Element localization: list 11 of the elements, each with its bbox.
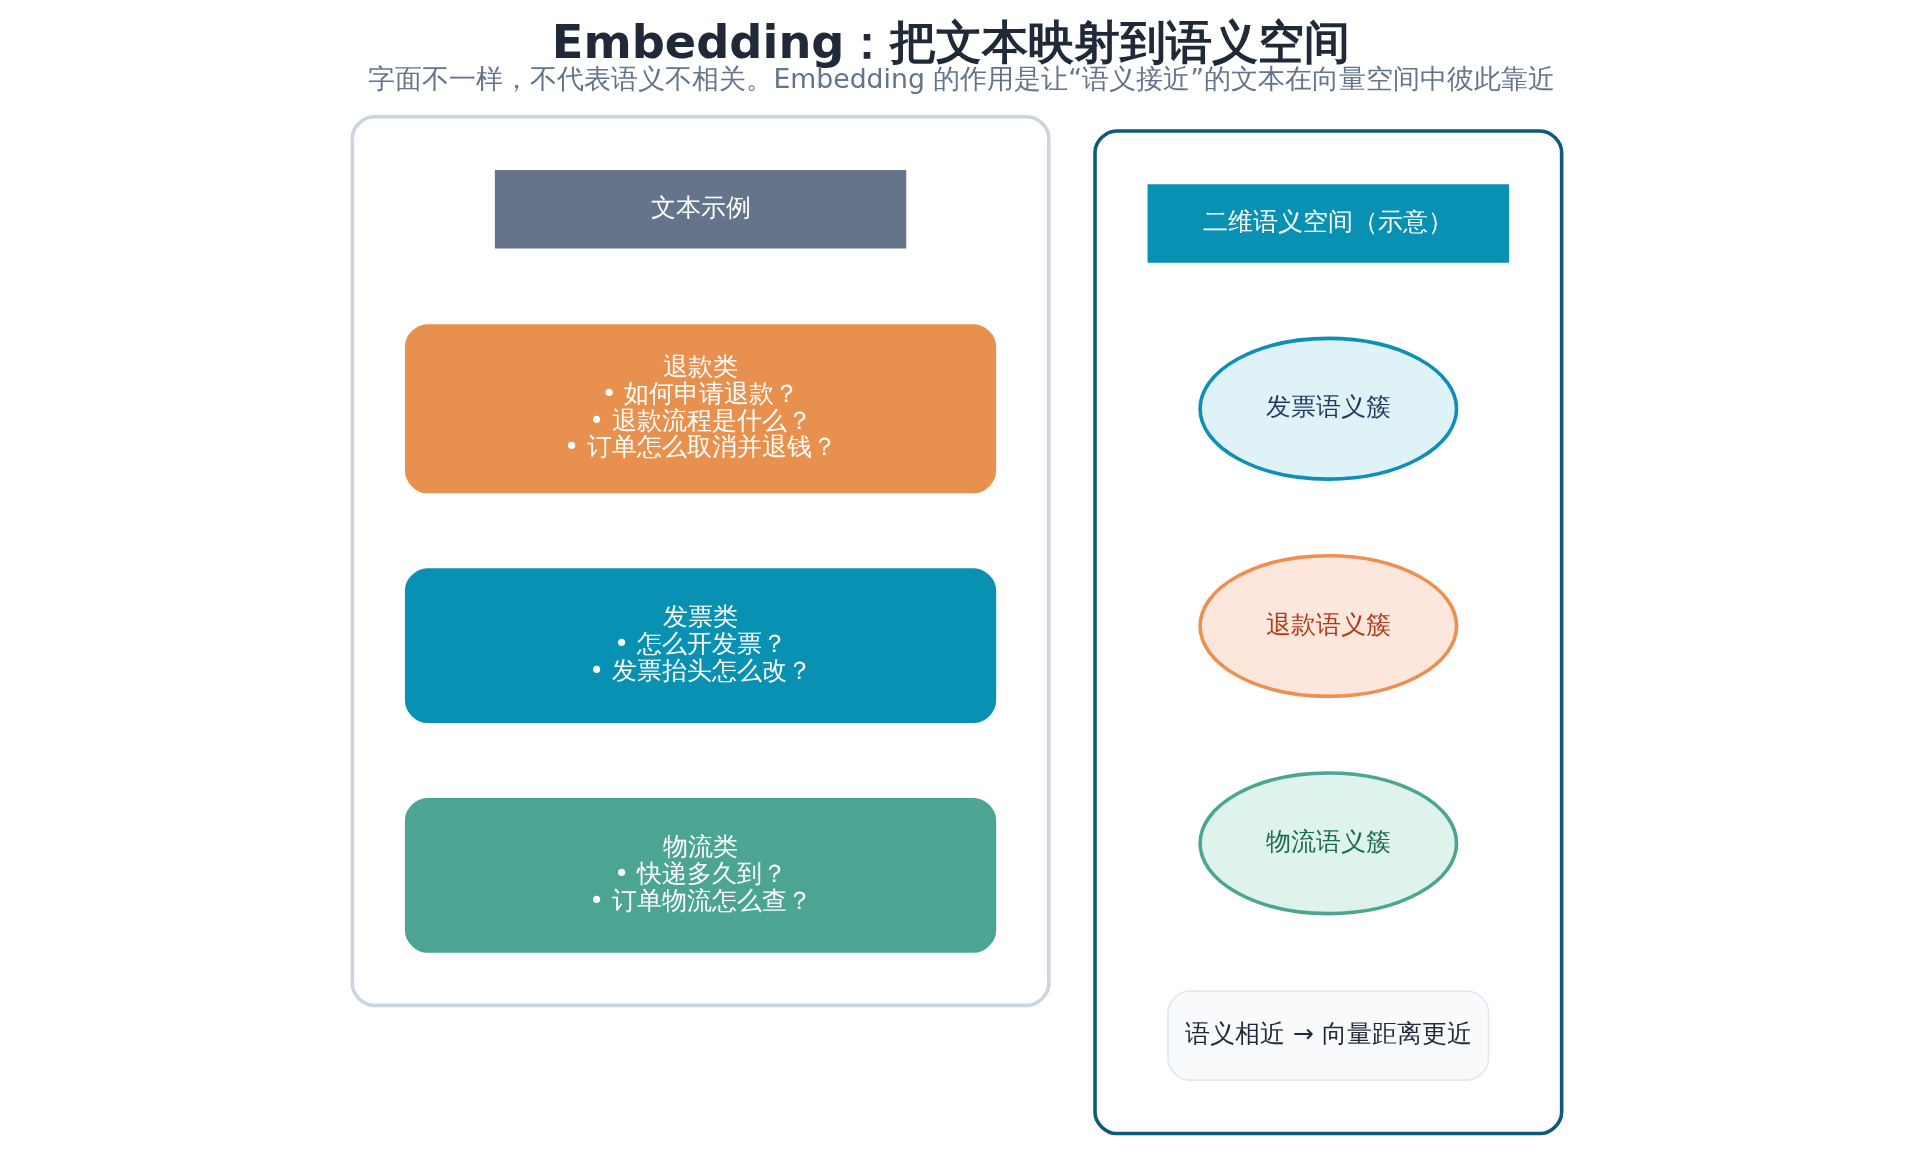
cluster (350, 114, 1050, 1008)
cluster (1092, 129, 1563, 1136)
node-box: 文本示例 (494, 170, 906, 249)
node-ellipse: 退款语义簇 (1197, 553, 1458, 699)
node-box: 物流类 • 快递多久到？ • 订单物流怎么查？ (404, 797, 996, 953)
node-ellipse: 物流语义簇 (1197, 771, 1458, 916)
node-box: 二维语义空间（示意） (1147, 184, 1509, 263)
node-ellipse: 发票语义簇 (1197, 336, 1458, 481)
node-box: 语义相近 → 向量距离更近 (1166, 990, 1489, 1082)
node-box: 发票类 • 怎么开发票？ • 发票抬头怎么改？ (404, 568, 996, 724)
node-box: 退款类 • 如何申请退款？ • 退款流程是什么？ • 订单怎么取消并退钱？ (404, 324, 996, 494)
